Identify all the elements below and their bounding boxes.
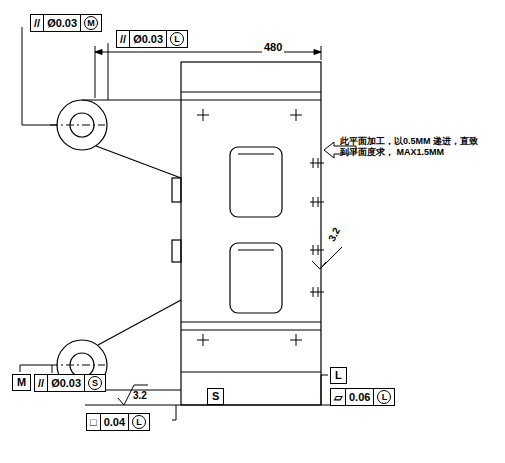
window	[230, 243, 282, 313]
frame-cell: S	[84, 375, 105, 391]
tolerance-symbol: □	[90, 416, 97, 429]
frame-cell: 0.04	[100, 414, 128, 430]
leader-line	[321, 375, 328, 405]
frame-cell: Ø0.03	[43, 15, 80, 31]
band-line	[181, 321, 321, 322]
tolerance-value: 0.04	[104, 416, 125, 429]
tolerance-symbol: //	[38, 377, 44, 390]
frame-cell: S	[208, 389, 223, 404]
modifier-letter: S	[88, 376, 102, 390]
frame-cell: M	[80, 15, 101, 31]
frame-cell: //	[35, 375, 47, 391]
dimension-line	[95, 52, 321, 53]
tolerance-value: Ø0.03	[47, 17, 77, 30]
feature-control-frame: ▱ 0.06 L	[330, 388, 395, 406]
center-line	[50, 125, 105, 365]
leader-line	[22, 27, 57, 125]
marks	[20, 27, 356, 420]
frame-cell: Ø0.03	[47, 375, 84, 391]
window-line	[238, 153, 274, 154]
side-boss	[172, 240, 181, 262]
dimension-value: 480	[262, 41, 284, 55]
frame-cell: L	[128, 414, 149, 430]
band-line	[181, 371, 321, 372]
frame-cell: L	[166, 31, 187, 47]
machining-note: 此平面加工，以0.5MM 递进，直致到平面度求， MAX1.5MM	[340, 136, 485, 159]
extension-line	[95, 46, 96, 98]
block-outline	[181, 62, 321, 405]
datum-letter: L	[335, 369, 342, 382]
tolerance-symbol: //	[34, 17, 40, 30]
feature-control-frame: // Ø0.03 S	[34, 374, 106, 392]
frame-cell: //	[31, 15, 43, 31]
frame-cell: ▱	[331, 389, 345, 405]
band-line	[181, 91, 321, 92]
datum-box: L	[330, 367, 347, 384]
datum-letter: M	[17, 376, 26, 389]
feature-control-frame: // Ø0.03 L	[116, 30, 188, 48]
datum-box: M	[12, 374, 31, 391]
roughness-symbol	[118, 385, 148, 405]
window-line	[238, 249, 274, 250]
datum-letter: S	[212, 390, 219, 403]
modifier-letter: L	[132, 415, 146, 429]
frame-cell: 0.06	[345, 389, 373, 405]
window	[230, 147, 282, 217]
band-line	[181, 99, 321, 100]
leader-line	[172, 405, 176, 420]
leader-line	[52, 365, 53, 373]
roughness-value: 3.2	[326, 226, 344, 244]
tolerance-value: Ø0.03	[51, 377, 81, 390]
frame-cell: L	[331, 368, 346, 383]
hole-cross	[197, 109, 302, 346]
feature-control-frame: // Ø0.03 M	[30, 14, 102, 32]
roughness-value: 3.2	[133, 390, 147, 403]
roughness-symbol	[312, 247, 342, 269]
band-line	[181, 329, 321, 330]
feature-control-frame: □ 0.04 L	[86, 413, 150, 431]
tolerance-symbol: ▱	[334, 391, 342, 404]
modifier-letter: L	[170, 32, 184, 46]
modifier-letter: L	[377, 390, 391, 404]
lug-arm	[82, 100, 181, 178]
leader-line	[108, 43, 109, 100]
bolt-symbol	[310, 158, 324, 297]
leader-line	[20, 365, 50, 372]
modifier-letter: M	[84, 16, 98, 30]
frame-cell: Ø0.03	[129, 31, 166, 47]
tolerance-value: Ø0.03	[133, 33, 163, 46]
fixture-body	[57, 62, 321, 405]
frame-cell: //	[117, 31, 129, 47]
tolerance-symbol: //	[120, 33, 126, 46]
side-boss	[172, 178, 181, 202]
frame-cell: L	[373, 389, 394, 405]
datum-box: S	[207, 388, 224, 405]
dimension-arrow	[95, 50, 321, 55]
extension-line	[321, 46, 322, 60]
frame-cell: M	[13, 375, 30, 390]
frame-cell: □	[87, 414, 100, 430]
tolerance-value: 0.06	[349, 391, 370, 404]
